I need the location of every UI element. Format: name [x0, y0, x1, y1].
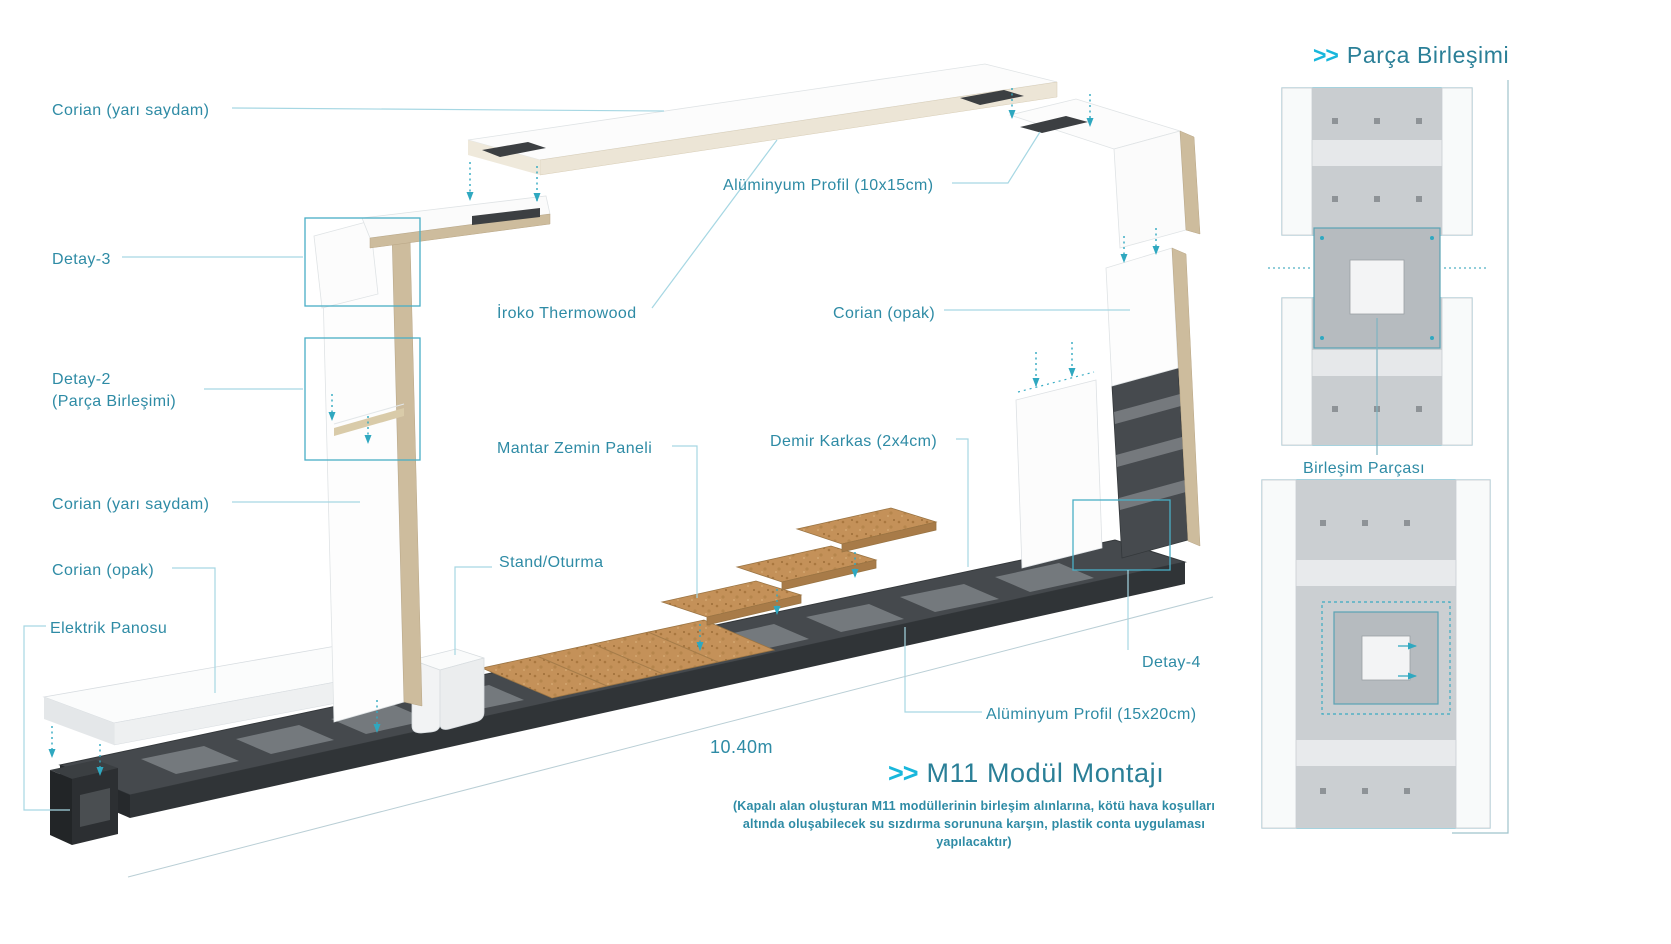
dimension-line: [127, 596, 1214, 878]
label-demir-karkas: Demir Karkas (2x4cm): [770, 433, 938, 450]
label-detay-2-line1: Detay-2: [52, 371, 111, 388]
right-corner-bracket: [1008, 98, 1201, 249]
assembled-joint-detail: [1261, 479, 1491, 829]
detay-4-box: [1072, 499, 1171, 571]
left-column: [313, 195, 551, 723]
detail-boxes: [304, 217, 1171, 571]
top-beam: [467, 63, 1058, 176]
label-iroko-thermowood: İroko Thermowood: [497, 305, 637, 322]
label-aluminum-profile-large: Alüminyum Profil (15x20cm): [986, 706, 1197, 723]
label-birlesim-parcasi: Birleşim Parçası: [1303, 460, 1425, 477]
m11-heading: >>M11 Modül Montajı: [888, 758, 1164, 789]
label-corian-semi-left: Corian (yarı saydam): [52, 496, 210, 513]
label-detay-4: Detay-4: [1142, 654, 1201, 671]
label-detay-2: Detay-2 (Parça Birleşimi): [52, 369, 176, 413]
label-corian-opaque-right: Corian (opak): [833, 305, 936, 322]
floating-corian-panel: [1015, 371, 1103, 569]
assembly-arrows: [48, 88, 1160, 776]
cork-floor: [480, 619, 776, 699]
label-stand-oturma: Stand/Oturma: [499, 554, 604, 571]
label-corian-semi-top: Corian (yarı saydam): [52, 102, 210, 119]
chevron-icon: >>: [1313, 42, 1339, 68]
label-mantar-zemin-paneli: Mantar Zemin Paneli: [497, 440, 653, 457]
right-column: [1105, 247, 1201, 559]
detay-2-box: [304, 337, 421, 461]
chevron-icon: >>: [888, 758, 919, 788]
stand-stool: [411, 648, 485, 734]
label-corian-opaque-left: Corian (opak): [52, 562, 155, 579]
right-bracket-line: [1452, 80, 1509, 834]
label-elektrik-panosu: Elektrik Panosu: [50, 620, 168, 637]
m11-note: (Kapalı alan oluşturan M11 modüllerinin …: [732, 799, 1216, 850]
leader-lines: [23, 107, 1130, 811]
electric-panel-box: [50, 760, 118, 845]
label-aluminum-profile-small: Alüminyum Profil (10x15cm): [723, 177, 934, 194]
m11-title: M11 Modül Montajı: [926, 758, 1165, 788]
label-detay-3: Detay-3: [52, 251, 111, 268]
floating-cork-panels: [660, 507, 938, 626]
detay-3-box: [304, 217, 421, 307]
parca-birlesimi-heading: >> Parça Birleşimi: [1313, 42, 1509, 69]
parca-birlesimi-title: Parça Birleşimi: [1346, 42, 1510, 68]
dimension-text: 10.40m: [710, 737, 774, 757]
label-detay-2-line2: (Parça Birleşimi): [52, 393, 177, 410]
exploded-joint-detail: [1268, 87, 1488, 455]
